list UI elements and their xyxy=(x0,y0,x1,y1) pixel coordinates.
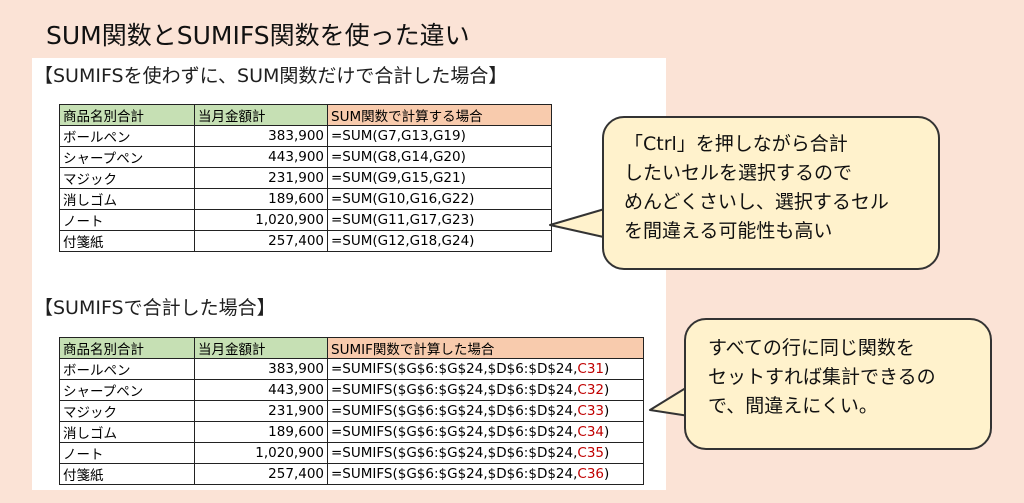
section1-heading: 【SUMIFSを使わずに、SUM関数だけで合計した場合】 xyxy=(34,65,508,87)
cell-amount[interactable]: 443,900 xyxy=(194,146,328,168)
page-title: SUM関数とSUMIFS関数を使った違い xyxy=(46,21,470,50)
formula-text: =SUMIFS($G$6:$G$24,$D$6:$D$24, xyxy=(331,382,578,398)
header-formula[interactable]: SUM関数で計算する場合 xyxy=(327,104,552,126)
header-amount[interactable]: 当月金額計 xyxy=(194,337,328,359)
cell-formula[interactable]: =SUMIFS($G$6:$G$24,$D$6:$D$24,C31) xyxy=(327,358,644,380)
cell-formula[interactable]: =SUM(G9,G15,G21) xyxy=(327,167,552,189)
table-row: ノート 1,020,900 =SUMIFS($G$6:$G$24,$D$6:$D… xyxy=(59,442,644,464)
formula-close: ) xyxy=(604,466,610,482)
cell-amount[interactable]: 1,020,900 xyxy=(194,442,328,464)
formula-ref: C31 xyxy=(577,361,605,377)
cell-product[interactable]: 付箋紙 xyxy=(59,463,195,485)
callout2-line: すべての行に同じ関数を xyxy=(708,337,915,359)
cell-amount[interactable]: 443,900 xyxy=(194,379,328,401)
table-row: 付箋紙 257,400 =SUM(G12,G18,G24) xyxy=(59,230,552,252)
cell-product[interactable]: シャープペン xyxy=(59,379,195,401)
callout2-bubble: すべての行に同じ関数を セットすれば集計できるの で、間違えにくい。 xyxy=(684,318,992,450)
cell-amount[interactable]: 189,600 xyxy=(194,188,328,210)
cell-amount[interactable]: 231,900 xyxy=(194,167,328,189)
cell-product[interactable]: シャープペン xyxy=(59,146,195,168)
callout1-line: 「Ctrl」を押しながら合計 xyxy=(624,133,848,155)
cell-formula[interactable]: =SUMIFS($G$6:$G$24,$D$6:$D$24,C32) xyxy=(327,379,644,401)
formula-close: ) xyxy=(604,403,610,419)
cell-product[interactable]: ボールペン xyxy=(59,358,195,380)
formula-ref: C36 xyxy=(577,466,605,482)
header-product[interactable]: 商品名別合計 xyxy=(59,104,195,126)
formula-ref: C33 xyxy=(577,403,605,419)
table-header-row: 商品名別合計 当月金額計 SUMIF関数で計算した場合 xyxy=(59,337,644,359)
table-header-row: 商品名別合計 当月金額計 SUM関数で計算する場合 xyxy=(59,104,552,126)
formula-text: =SUMIFS($G$6:$G$24,$D$6:$D$24, xyxy=(331,424,578,440)
cell-product[interactable]: 消しゴム xyxy=(59,421,195,443)
cell-formula[interactable]: =SUMIFS($G$6:$G$24,$D$6:$D$24,C36) xyxy=(327,463,644,485)
cell-amount[interactable]: 231,900 xyxy=(194,400,328,422)
table-row: ボールペン 383,900 =SUMIFS($G$6:$G$24,$D$6:$D… xyxy=(59,358,644,380)
formula-close: ) xyxy=(604,445,610,461)
cell-amount[interactable]: 383,900 xyxy=(194,125,328,147)
cell-product[interactable]: 消しゴム xyxy=(59,188,195,210)
cell-amount[interactable]: 257,400 xyxy=(194,463,328,485)
formula-close: ) xyxy=(604,424,610,440)
table-row: シャープペン 443,900 =SUM(G8,G14,G20) xyxy=(59,146,552,168)
table-row: 付箋紙 257,400 =SUMIFS($G$6:$G$24,$D$6:$D$2… xyxy=(59,463,644,485)
cell-amount[interactable]: 383,900 xyxy=(194,358,328,380)
formula-text: =SUMIFS($G$6:$G$24,$D$6:$D$24, xyxy=(331,361,578,377)
cell-product[interactable]: 付箋紙 xyxy=(59,230,195,252)
callout1-line: めんどくさいし、選択するセル xyxy=(624,191,889,213)
table-row: 消しゴム 189,600 =SUMIFS($G$6:$G$24,$D$6:$D$… xyxy=(59,421,644,443)
cell-product[interactable]: ノート xyxy=(59,209,195,231)
cell-formula[interactable]: =SUMIFS($G$6:$G$24,$D$6:$D$24,C35) xyxy=(327,442,644,464)
header-formula[interactable]: SUMIF関数で計算した場合 xyxy=(327,337,644,359)
cell-formula[interactable]: =SUM(G12,G18,G24) xyxy=(327,230,552,252)
formula-close: ) xyxy=(604,382,610,398)
callout1-bubble: 「Ctrl」を押しながら合計 したいセルを選択するので めんどくさいし、選択する… xyxy=(602,116,940,270)
cell-amount[interactable]: 189,600 xyxy=(194,421,328,443)
sumifs-table: 商品名別合計 当月金額計 SUMIF関数で計算した場合 ボールペン 383,90… xyxy=(59,337,644,485)
table-row: ボールペン 383,900 =SUM(G7,G13,G19) xyxy=(59,125,552,147)
table-row: マジック 231,900 =SUMIFS($G$6:$G$24,$D$6:$D$… xyxy=(59,400,644,422)
callout1-tail xyxy=(549,207,609,239)
table-row: 消しゴム 189,600 =SUM(G10,G16,G22) xyxy=(59,188,552,210)
formula-ref: C35 xyxy=(577,445,605,461)
table-row: シャープペン 443,900 =SUMIFS($G$6:$G$24,$D$6:$… xyxy=(59,379,644,401)
formula-ref: C34 xyxy=(577,424,605,440)
cell-product[interactable]: マジック xyxy=(59,167,195,189)
cell-formula[interactable]: =SUM(G7,G13,G19) xyxy=(327,125,552,147)
table-row: マジック 231,900 =SUM(G9,G15,G21) xyxy=(59,167,552,189)
cell-product[interactable]: ボールペン xyxy=(59,125,195,147)
cell-formula[interactable]: =SUM(G8,G14,G20) xyxy=(327,146,552,168)
cell-product[interactable]: ノート xyxy=(59,442,195,464)
cell-amount[interactable]: 1,020,900 xyxy=(194,209,328,231)
formula-text: =SUMIFS($G$6:$G$24,$D$6:$D$24, xyxy=(331,466,578,482)
cell-formula[interactable]: =SUM(G10,G16,G22) xyxy=(327,188,552,210)
formula-text: =SUMIFS($G$6:$G$24,$D$6:$D$24, xyxy=(331,403,578,419)
cell-amount[interactable]: 257,400 xyxy=(194,230,328,252)
cell-formula[interactable]: =SUMIFS($G$6:$G$24,$D$6:$D$24,C33) xyxy=(327,400,644,422)
formula-text: =SUMIFS($G$6:$G$24,$D$6:$D$24, xyxy=(331,445,578,461)
cell-formula[interactable]: =SUM(G11,G17,G23) xyxy=(327,209,552,231)
cell-formula[interactable]: =SUMIFS($G$6:$G$24,$D$6:$D$24,C34) xyxy=(327,421,644,443)
table-row: ノート 1,020,900 =SUM(G11,G17,G23) xyxy=(59,209,552,231)
cell-product[interactable]: マジック xyxy=(59,400,195,422)
header-product[interactable]: 商品名別合計 xyxy=(59,337,195,359)
formula-close: ) xyxy=(604,361,610,377)
section2-heading: 【SUMIFSで合計した場合】 xyxy=(34,297,276,319)
sum-table: 商品名別合計 当月金額計 SUM関数で計算する場合 ボールペン 383,900 … xyxy=(59,104,552,252)
callout2-line: で、間違えにくい。 xyxy=(708,395,878,417)
formula-ref: C32 xyxy=(577,382,605,398)
callout2-line: セットすれば集計できるの xyxy=(708,366,936,388)
callout1-line: を間違える可能性も高い xyxy=(624,220,833,242)
header-amount[interactable]: 当月金額計 xyxy=(194,104,328,126)
callout1-line: したいセルを選択するので xyxy=(624,162,853,184)
